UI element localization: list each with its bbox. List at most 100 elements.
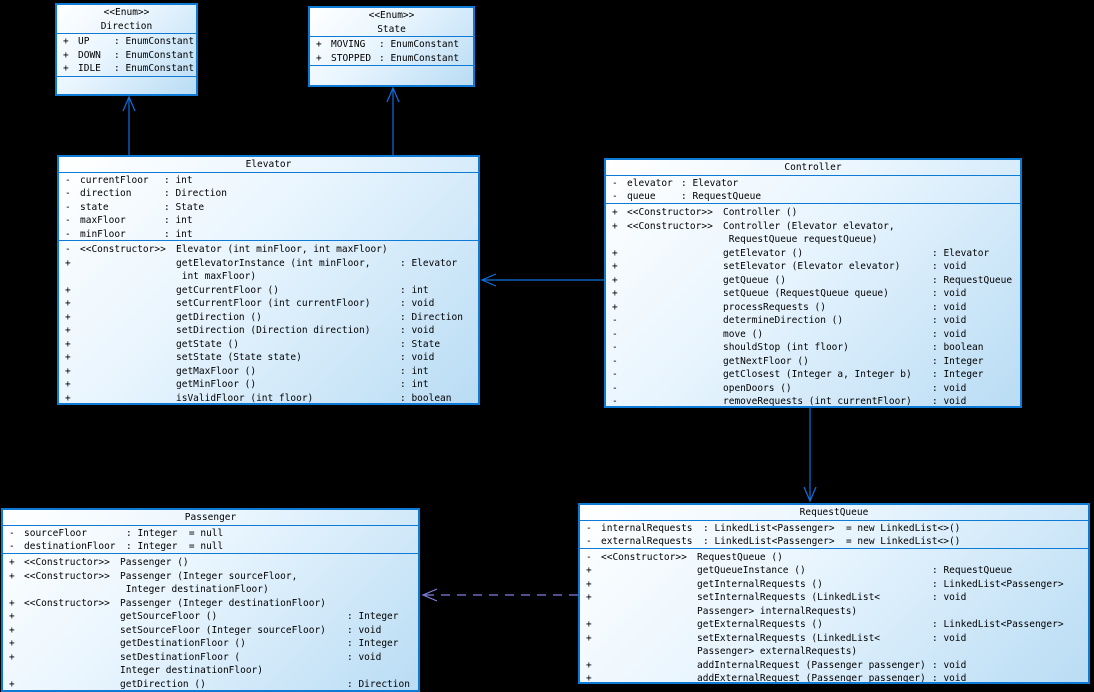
method-row: +addExternalRequest (Passenger passenger… bbox=[586, 673, 967, 682]
class-box-controller[interactable]: Controller -elevator: Elevator -queue: Re… bbox=[604, 158, 1022, 408]
class-name: Direction bbox=[100, 20, 153, 32]
methods-compartment bbox=[310, 65, 473, 85]
method-row: +getQueue (): RequestQueue bbox=[612, 274, 1013, 286]
class-title: RequestQueue bbox=[580, 505, 1088, 520]
method-row-wrap: Integer destinationFloor) bbox=[120, 665, 263, 677]
elevator-to-direction-arrow bbox=[122, 95, 136, 155]
attribute-row: -sourceFloor: Integer = null bbox=[9, 527, 224, 539]
attribute-row: -direction: Direction bbox=[65, 188, 227, 199]
attribute-row: -state: State bbox=[65, 201, 205, 213]
method-row: +processRequests (): void bbox=[612, 301, 967, 313]
method-row: -getClosest (Integer a, Integer b): Inte… bbox=[612, 369, 984, 381]
class-title: <<Enum>> Direction bbox=[57, 5, 196, 33]
method-row: +<<Constructor>>Passenger () bbox=[9, 557, 189, 569]
method-row: +setQueue (RequestQueue queue): void bbox=[612, 288, 967, 300]
attribute-row: -externalRequests: LinkedList<Passenger>… bbox=[586, 536, 961, 547]
class-name: State bbox=[377, 23, 406, 35]
method-row: +getSourceFloor (): Integer bbox=[9, 611, 399, 623]
method-row: +setDestinationFloor (: void bbox=[9, 651, 382, 663]
class-title: Passenger bbox=[3, 510, 418, 525]
method-row: +<<Constructor>>Controller (Elevator ele… bbox=[612, 220, 895, 232]
attribute-row: +IDLE: EnumConstant bbox=[63, 63, 195, 74]
attributes-compartment: +UP: EnumConstant +DOWN: EnumConstant +IDL… bbox=[57, 33, 196, 76]
method-row: +getElevatorInstance (int minFloor,: Ele… bbox=[65, 257, 458, 269]
method-row: -getNextFloor (): Integer bbox=[612, 355, 984, 367]
method-row: +<<Constructor>>Passenger (Integer desti… bbox=[9, 597, 326, 609]
attribute-row: -minFloor: int bbox=[65, 228, 193, 240]
class-box-direction[interactable]: <<Enum>> Direction +UP: EnumConstant +DOWN… bbox=[55, 3, 198, 96]
attributes-compartment: +MOVING: EnumConstant +STOPPED: EnumConst… bbox=[310, 36, 473, 65]
method-row: +getState (): State bbox=[65, 338, 441, 350]
method-row: +getCurrentFloor (): int bbox=[65, 284, 429, 296]
method-row-wrap: int maxFloor) bbox=[176, 271, 257, 283]
class-stereotype: <<Enum>> bbox=[368, 10, 415, 21]
method-row: -<<Constructor>>Elevator (int minFloor, … bbox=[65, 244, 388, 256]
method-row: -move (): void bbox=[612, 328, 967, 340]
attribute-row: +DOWN: EnumConstant bbox=[63, 49, 195, 61]
method-row: +setState (State state): void bbox=[65, 352, 435, 364]
method-row: +getDirection (): Direction bbox=[9, 678, 410, 690]
methods-compartment: -<<Constructor>>Elevator (int minFloor, … bbox=[59, 240, 478, 403]
methods-compartment: +<<Constructor>>Controller ()+<<Construc… bbox=[606, 203, 1020, 406]
method-row: +setSourceFloor (Integer sourceFloor): v… bbox=[9, 624, 382, 636]
attribute-row: +STOPPED: EnumConstant bbox=[316, 52, 460, 64]
method-row-wrap: Integer destinationFloor) bbox=[120, 584, 269, 596]
class-name: Passenger bbox=[184, 512, 237, 523]
methods-compartment: -<<Constructor>>RequestQueue () +getQueue… bbox=[580, 547, 1088, 682]
method-row: +getInternalRequests (): LinkedList<Pass… bbox=[586, 578, 1064, 590]
method-row: +getDestinationFloor (): Integer bbox=[9, 638, 399, 650]
method-row: -openDoors (): void bbox=[612, 382, 967, 394]
attribute-row: -destinationFloor: Integer = null bbox=[9, 541, 224, 552]
method-row: +<<Constructor>>Controller () bbox=[612, 207, 798, 219]
class-box-elevator[interactable]: Elevator -currentFloor: int -direction: D… bbox=[57, 155, 480, 405]
method-row: -<<Constructor>>RequestQueue () bbox=[586, 551, 783, 563]
attribute-row: +MOVING: EnumConstant bbox=[316, 39, 460, 50]
attribute-row: -elevator: Elevator bbox=[612, 177, 739, 189]
class-stereotype: <<Enum>> bbox=[103, 7, 150, 18]
method-row: +getMaxFloor (): int bbox=[65, 365, 429, 377]
method-row: +setInternalRequests (LinkedList<: void bbox=[586, 592, 967, 604]
method-row: +setElevator (Elevator elevator): void bbox=[612, 261, 967, 273]
method-row-wrap: RequestQueue requestQueue) bbox=[723, 234, 878, 246]
class-name: RequestQueue bbox=[799, 507, 869, 518]
attributes-compartment: -internalRequests: LinkedList<Passenger>… bbox=[580, 519, 1088, 548]
attributes-compartment: -sourceFloor: Integer = null -destination… bbox=[3, 524, 418, 554]
method-row: -determineDirection (): void bbox=[612, 315, 967, 327]
method-row: +<<Constructor>>Passenger (Integer sourc… bbox=[9, 570, 298, 582]
class-box-passenger[interactable]: Passenger -sourceFloor: Integer = null -d… bbox=[1, 508, 420, 692]
class-name: Elevator bbox=[245, 159, 292, 170]
class-title: Controller bbox=[606, 160, 1020, 175]
attribute-row: -maxFloor: int bbox=[65, 215, 193, 226]
controller-to-requestqueue-arrow bbox=[803, 407, 817, 503]
method-row-wrap: Passenger> internalRequests) bbox=[697, 605, 858, 617]
class-name: Controller bbox=[784, 162, 842, 173]
class-title: <<Enum>> State bbox=[310, 8, 473, 36]
methods-compartment: +<<Constructor>>Passenger ()+<<Construct… bbox=[3, 553, 418, 690]
method-row: +getMinFloor (): int bbox=[65, 379, 429, 391]
class-title: Elevator bbox=[59, 157, 478, 172]
class-box-state[interactable]: <<Enum>> State +MOVING: EnumConstant +STOP… bbox=[308, 6, 475, 87]
method-row: +setExternalRequests (LinkedList<: void bbox=[586, 632, 967, 644]
method-row: -shouldStop (int floor): boolean bbox=[612, 342, 984, 354]
method-row: +addInternalRequest (Passenger passenger… bbox=[586, 659, 967, 671]
class-box-requestqueue[interactable]: RequestQueue -internalRequests: LinkedLi… bbox=[578, 503, 1090, 684]
attribute-row: +UP: EnumConstant bbox=[63, 36, 195, 47]
methods-compartment bbox=[57, 75, 196, 95]
method-row: +setDirection (Direction direction): voi… bbox=[65, 325, 435, 337]
method-row: +getElevator (): Elevator bbox=[612, 247, 990, 259]
attributes-compartment: -elevator: Elevator -queue: RequestQueue bbox=[606, 174, 1020, 204]
method-row: +getDirection (): Direction bbox=[65, 311, 463, 323]
method-row: +isValidFloor (int floor): boolean bbox=[65, 392, 452, 403]
controller-to-elevator-arrow bbox=[480, 273, 604, 287]
attributes-compartment: -currentFloor: int -direction: Direction -… bbox=[59, 171, 478, 241]
elevator-to-state-arrow bbox=[386, 86, 400, 155]
attribute-row: -queue: RequestQueue bbox=[612, 191, 762, 202]
method-row: -removeRequests (int currentFloor): void bbox=[612, 396, 967, 406]
method-row: +getQueueInstance (): RequestQueue bbox=[586, 565, 1013, 577]
method-row: +setCurrentFloor (int currentFloor): voi… bbox=[65, 298, 435, 310]
attribute-row: -currentFloor: int bbox=[65, 174, 193, 186]
method-row: +getExternalRequests (): LinkedList<Pass… bbox=[586, 619, 1064, 631]
method-row-wrap: Passenger> externalRequests) bbox=[697, 646, 858, 658]
requestqueue-to-passenger-dashed-arrow bbox=[421, 588, 578, 602]
